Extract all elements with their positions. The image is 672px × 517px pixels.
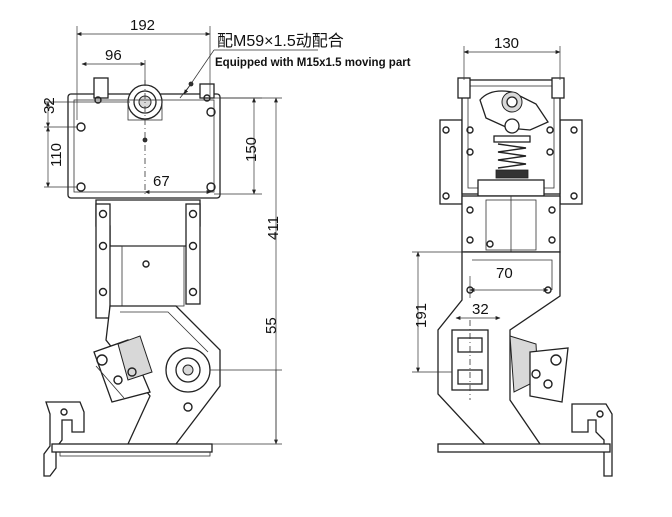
- hinge-assembly: [93, 335, 153, 403]
- dim-150: 150: [243, 137, 260, 162]
- base-bracket: [43, 401, 85, 477]
- left-dimensions: 192 96 32 110 150 67 411 55: [41, 17, 282, 445]
- dim-96: 96: [105, 47, 122, 64]
- side-view: [437, 77, 613, 477]
- dim-32-right: 32: [472, 301, 489, 318]
- dim-110: 110: [48, 143, 65, 167]
- dim-130: 130: [494, 35, 519, 52]
- guide-block: [451, 320, 489, 400]
- dim-55: 55: [263, 317, 280, 334]
- right-dimensions: 130 70 191 32: [412, 35, 561, 373]
- dim-411: 411: [265, 216, 282, 240]
- compression-spring: [493, 135, 531, 179]
- dim-32: 32: [41, 97, 58, 114]
- front-view: [43, 77, 221, 477]
- hinge-assembly-right: [509, 335, 569, 403]
- dim-192: 192: [130, 17, 155, 34]
- dim-67: 67: [153, 173, 170, 190]
- pivot-bearing: [165, 347, 211, 393]
- note-chinese: 配M59×1.5动配合: [217, 32, 344, 50]
- dim-191: 191: [413, 303, 430, 328]
- note-english: Equipped with M15x1.5 moving part: [215, 57, 411, 69]
- annotation: 配M59×1.5动配合 Equipped with M15x1.5 moving…: [183, 32, 411, 95]
- dim-70: 70: [496, 265, 513, 282]
- cam-mechanism: [466, 90, 554, 156]
- base-bracket-right: [571, 403, 613, 477]
